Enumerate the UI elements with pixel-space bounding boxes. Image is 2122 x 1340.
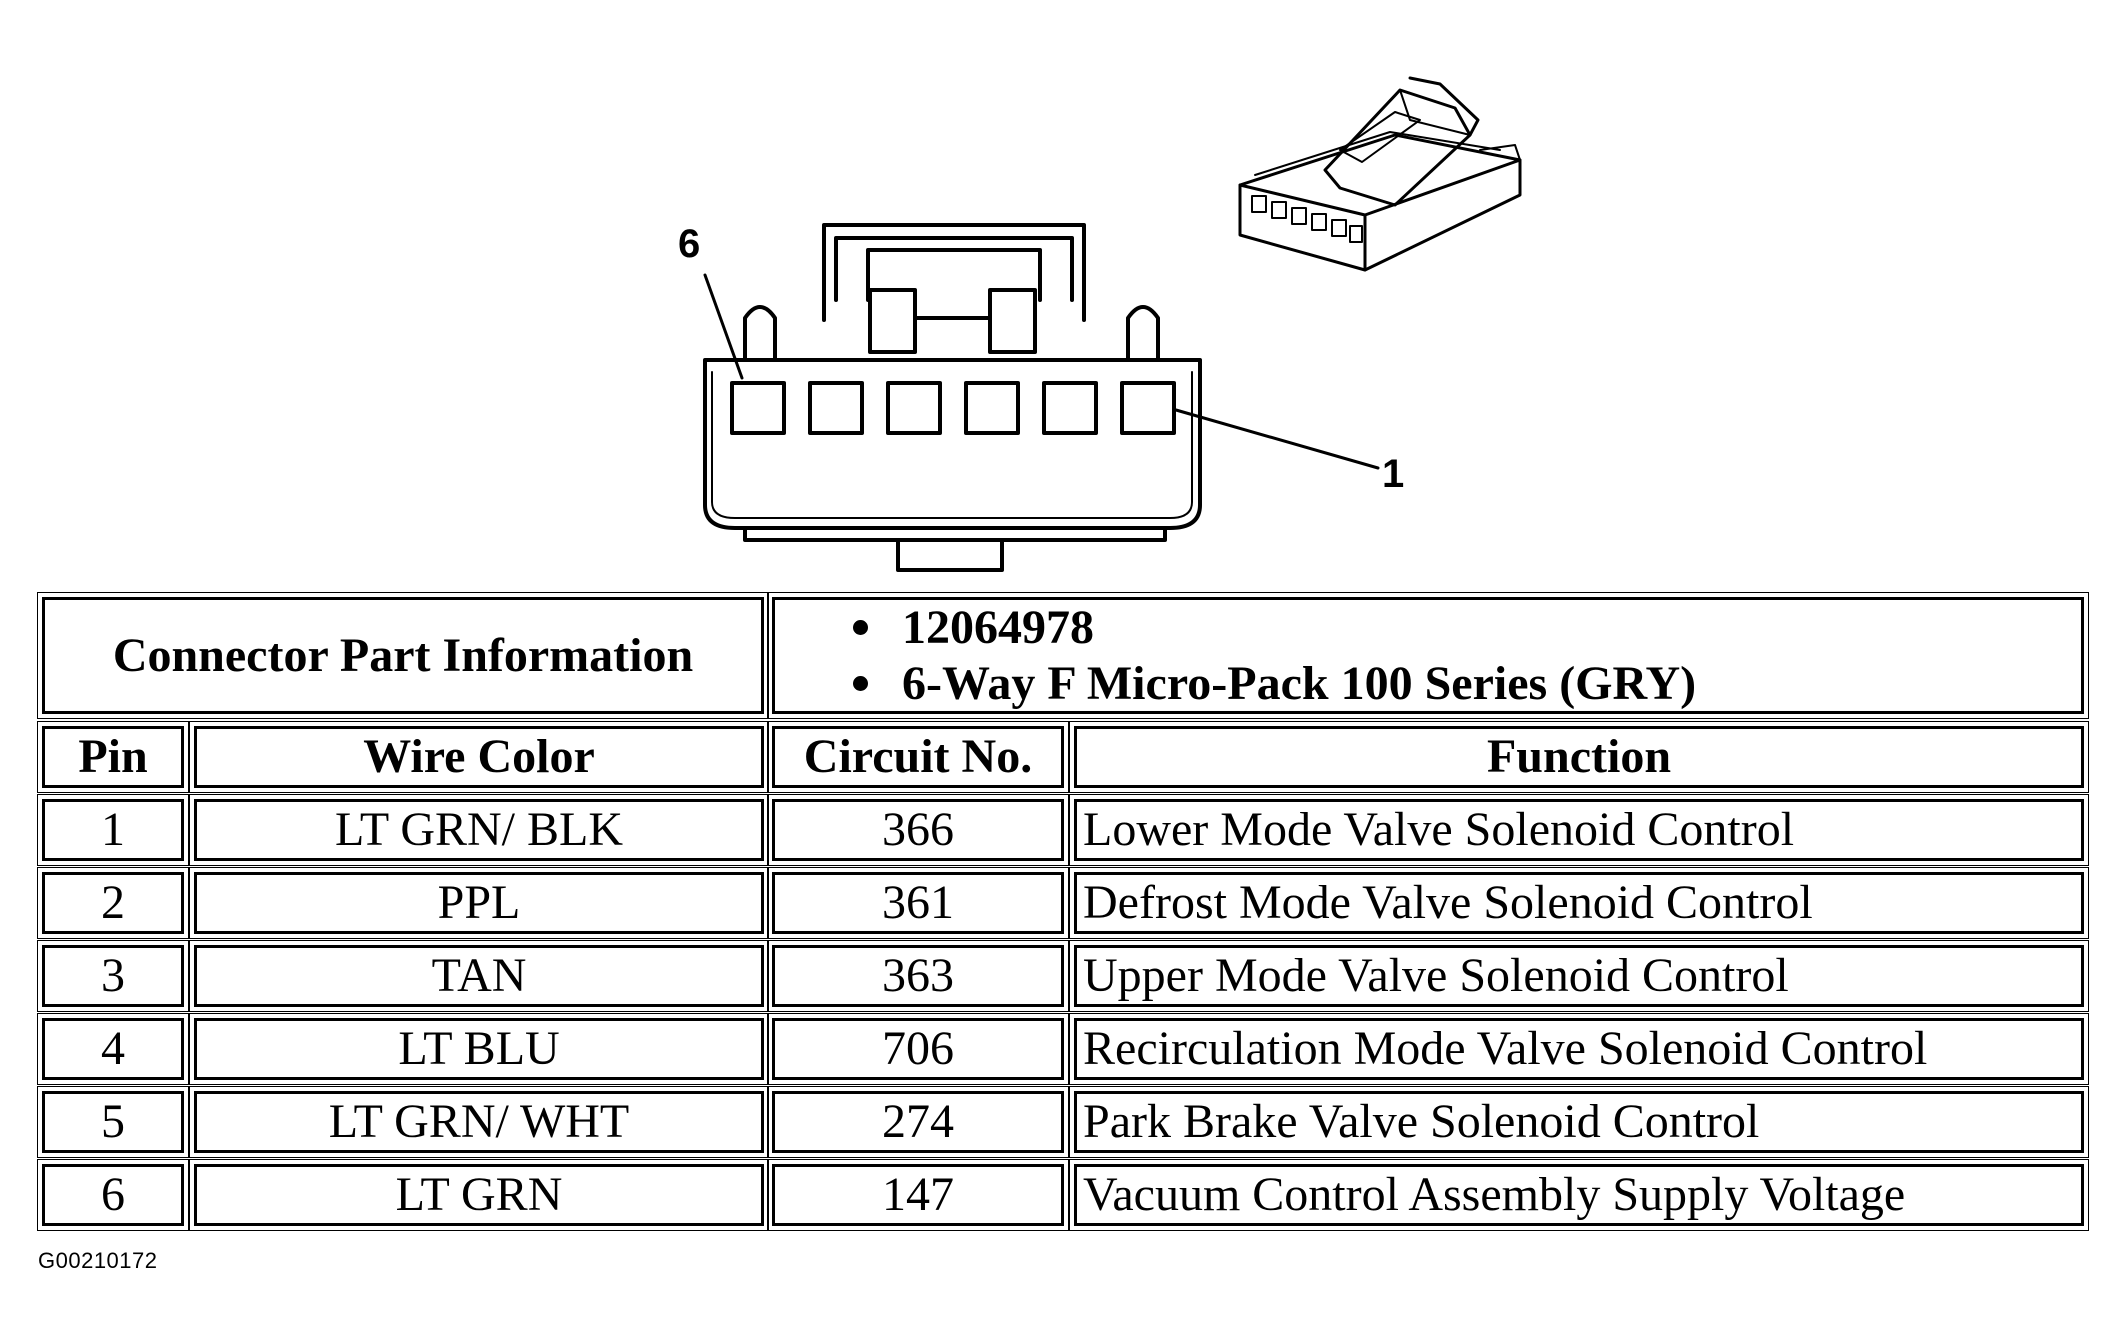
connector-info-values: 12064978 6-Way F Micro-Pack 100 Series (…	[767, 592, 2089, 719]
cell-wire-color: TAN	[189, 940, 769, 1012]
connector-info-label-text: Connector Part Information	[112, 628, 694, 682]
cell-pin: 1	[37, 794, 189, 866]
pin-cavities	[730, 381, 1176, 435]
cell-circuit: 706	[767, 1013, 1069, 1085]
graphic-id: G00210172	[38, 1248, 158, 1273]
cell-function: Vacuum Control Assembly Supply Voltage	[1069, 1159, 2089, 1231]
callout-pin-6: 6	[678, 222, 701, 266]
cell-circuit: 363	[767, 940, 1069, 1012]
pin-cavity-1	[1120, 381, 1176, 435]
cell-function: Defrost Mode Valve Solenoid Control	[1069, 867, 2089, 939]
cell-function: Recirculation Mode Valve Solenoid Contro…	[1069, 1013, 2089, 1085]
connector-face-view	[703, 223, 1202, 572]
connector-part-number: 12064978	[853, 600, 1094, 654]
bullet-icon	[853, 620, 868, 635]
connector-iso-view	[1238, 76, 1522, 272]
header-pin: Pin	[37, 721, 189, 793]
connector-description-text: 6-Way F Micro-Pack 100 Series (GRY)	[902, 656, 1697, 710]
connector-part-number-text: 12064978	[902, 600, 1094, 654]
pin-cavity-5	[808, 381, 864, 435]
pin-cavity-3	[964, 381, 1020, 435]
cell-pin: 4	[37, 1013, 189, 1085]
leader-line-1	[1174, 408, 1380, 470]
cell-wire-color: LT GRN/ BLK	[189, 794, 769, 866]
connector-description: 6-Way F Micro-Pack 100 Series (GRY)	[853, 656, 1697, 710]
cell-function: Lower Mode Valve Solenoid Control	[1069, 794, 2089, 866]
cell-circuit: 274	[767, 1086, 1069, 1158]
callout-pin-1: 1	[1382, 452, 1405, 496]
header-function: Function	[1069, 721, 2089, 793]
pin-cavity-4	[886, 381, 942, 435]
header-wire-color: Wire Color	[189, 721, 769, 793]
cell-circuit: 361	[767, 867, 1069, 939]
cell-wire-color: LT GRN	[189, 1159, 769, 1231]
cell-pin: 2	[37, 867, 189, 939]
pin-cavity-2	[1042, 381, 1098, 435]
cell-pin: 5	[37, 1086, 189, 1158]
cell-function: Park Brake Valve Solenoid Control	[1069, 1086, 2089, 1158]
cell-wire-color: LT BLU	[189, 1013, 769, 1085]
cell-pin: 3	[37, 940, 189, 1012]
cell-circuit: 366	[767, 794, 1069, 866]
cell-pin: 6	[37, 1159, 189, 1231]
cell-circuit: 147	[767, 1159, 1069, 1231]
connector-info-label: Connector Part Information	[37, 592, 769, 719]
cell-wire-color: PPL	[189, 867, 769, 939]
cell-wire-color: LT GRN/ WHT	[189, 1086, 769, 1158]
bullet-icon	[853, 676, 868, 691]
pin-cavity-6	[730, 381, 786, 435]
header-circuit-no: Circuit No.	[767, 721, 1069, 793]
leader-line-6	[703, 273, 744, 380]
cell-function: Upper Mode Valve Solenoid Control	[1069, 940, 2089, 1012]
